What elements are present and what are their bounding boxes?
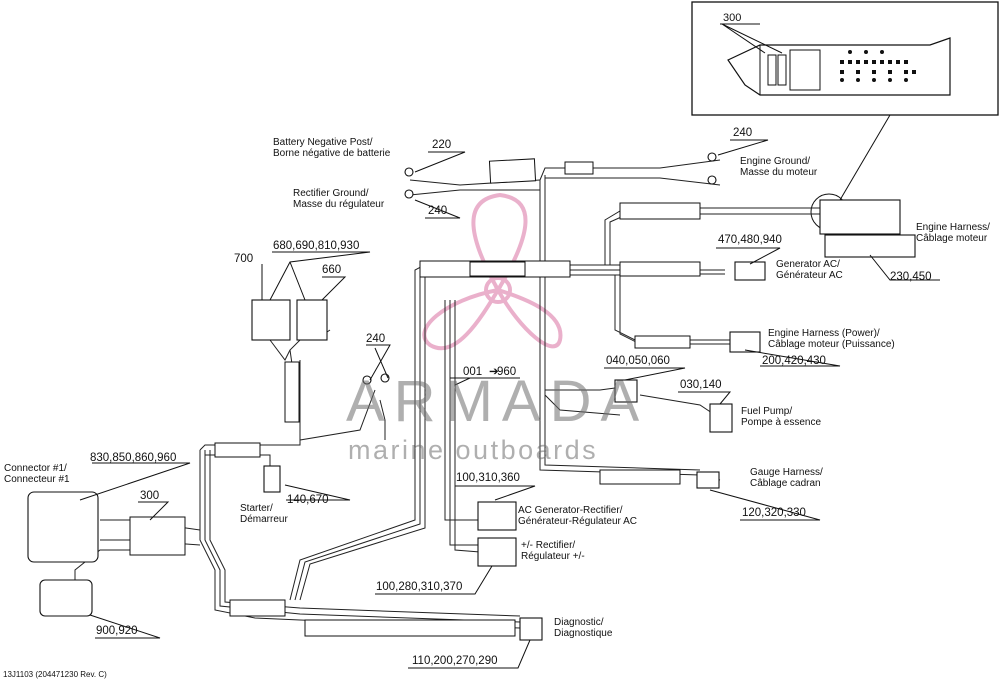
battery-negative-parts: 220 bbox=[432, 139, 452, 151]
connectors bbox=[27, 152, 916, 641]
engine-ground-label-en: Engine Ground/ bbox=[740, 156, 811, 167]
ac-gen-rectifier-parts: 100,310,360 bbox=[456, 472, 520, 484]
leader-lines bbox=[79, 139, 940, 669]
figure-reference: 13J1103 (204471230 Rev. C) bbox=[3, 670, 107, 679]
fuel-connector-parts: 040,050,060 bbox=[606, 355, 670, 367]
connector1-parts: 830,850,860,960 bbox=[90, 452, 177, 464]
ac-gen-rectifier-label-en: AC Generator-Rectifier/ bbox=[518, 505, 623, 516]
rectifier-pm-label-fr: Régulateur +/- bbox=[521, 551, 585, 562]
ring-terminal-parts: 240 bbox=[366, 333, 386, 345]
starter-label-fr: Démarreur bbox=[240, 514, 288, 525]
starter-parts: 140,670 bbox=[287, 494, 329, 506]
generator-ac-parts: 470,480,940 bbox=[718, 234, 782, 246]
rectifier-ground-label-fr: Masse du régulateur bbox=[293, 199, 385, 210]
rectifier-pm-label-en: +/- Rectifier/ bbox=[521, 540, 576, 551]
connector-300-part: 300 bbox=[140, 490, 160, 502]
armada-propeller-logo bbox=[422, 192, 563, 351]
battery-negative-label-fr: Borne négative de batterie bbox=[273, 148, 391, 159]
fuel-pump-parts: 030,140 bbox=[680, 379, 722, 391]
rectifier-pm-parts: 100,280,310,370 bbox=[376, 581, 463, 593]
fuel-pump-label-en: Fuel Pump/ bbox=[741, 406, 793, 417]
starter-label-en: Starter/ bbox=[240, 503, 273, 514]
rectifier-ground-parts: 240 bbox=[428, 205, 448, 217]
watermark-brand: ARMADA bbox=[346, 369, 649, 434]
fuel-pump-label-fr: Pompe à essence bbox=[741, 417, 822, 428]
engine-harness-power-parts: 200,420,430 bbox=[762, 355, 826, 367]
generator-ac-label-fr: Générateur AC bbox=[776, 270, 843, 281]
diagnostic-parts: 110,200,270,290 bbox=[412, 655, 498, 667]
relay-left-part: 700 bbox=[234, 253, 254, 265]
engine-harness-label-en: Engine Harness/ bbox=[916, 222, 990, 233]
watermark-tagline: marine outboards bbox=[348, 435, 599, 465]
bottom-connector-parts: 900,920 bbox=[96, 625, 138, 637]
harness-range-arrow-icon: ➔ bbox=[489, 366, 499, 378]
harness-range-start: 001 bbox=[463, 366, 483, 378]
generator-ac-label-en: Generator AC/ bbox=[776, 259, 840, 270]
gauge-harness-parts: 120,320,330 bbox=[742, 507, 806, 519]
inset-detail bbox=[691, 1, 999, 116]
diagnostic-label-en: Diagnostic/ bbox=[554, 617, 604, 628]
gauge-harness-label-en: Gauge Harness/ bbox=[750, 467, 823, 478]
engine-harness-parts: 230,450 bbox=[890, 271, 932, 283]
engine-harness-power-label-fr: Câblage moteur (Puissance) bbox=[768, 339, 895, 350]
diagnostic-label-fr: Diagnostique bbox=[554, 628, 613, 639]
connector1-label-en: Connector #1/ bbox=[4, 463, 67, 474]
connector1-label-fr: Connecteur #1 bbox=[4, 474, 70, 485]
gauge-harness-label-fr: Câblage cadran bbox=[750, 478, 821, 489]
engine-ground-label-fr: Masse du moteur bbox=[740, 167, 818, 178]
battery-negative-label-en: Battery Negative Post/ bbox=[273, 137, 373, 148]
inset-part-number: 300 bbox=[723, 12, 742, 24]
engine-harness-power-label-en: Engine Harness (Power)/ bbox=[768, 328, 880, 339]
harness-range-end: 960 bbox=[497, 366, 517, 378]
relay-right-part: 660 bbox=[322, 264, 342, 276]
engine-harness-label-fr: Câblage moteur bbox=[916, 233, 988, 244]
harness-sleeves bbox=[129, 158, 701, 637]
rectifier-ground-label-en: Rectifier Ground/ bbox=[293, 188, 369, 199]
ac-gen-rectifier-label-fr: Générateur-Régulateur AC bbox=[518, 516, 637, 527]
engine-ground-parts: 240 bbox=[733, 127, 753, 139]
relay-group-parts: 680,690,810,930 bbox=[273, 240, 360, 252]
